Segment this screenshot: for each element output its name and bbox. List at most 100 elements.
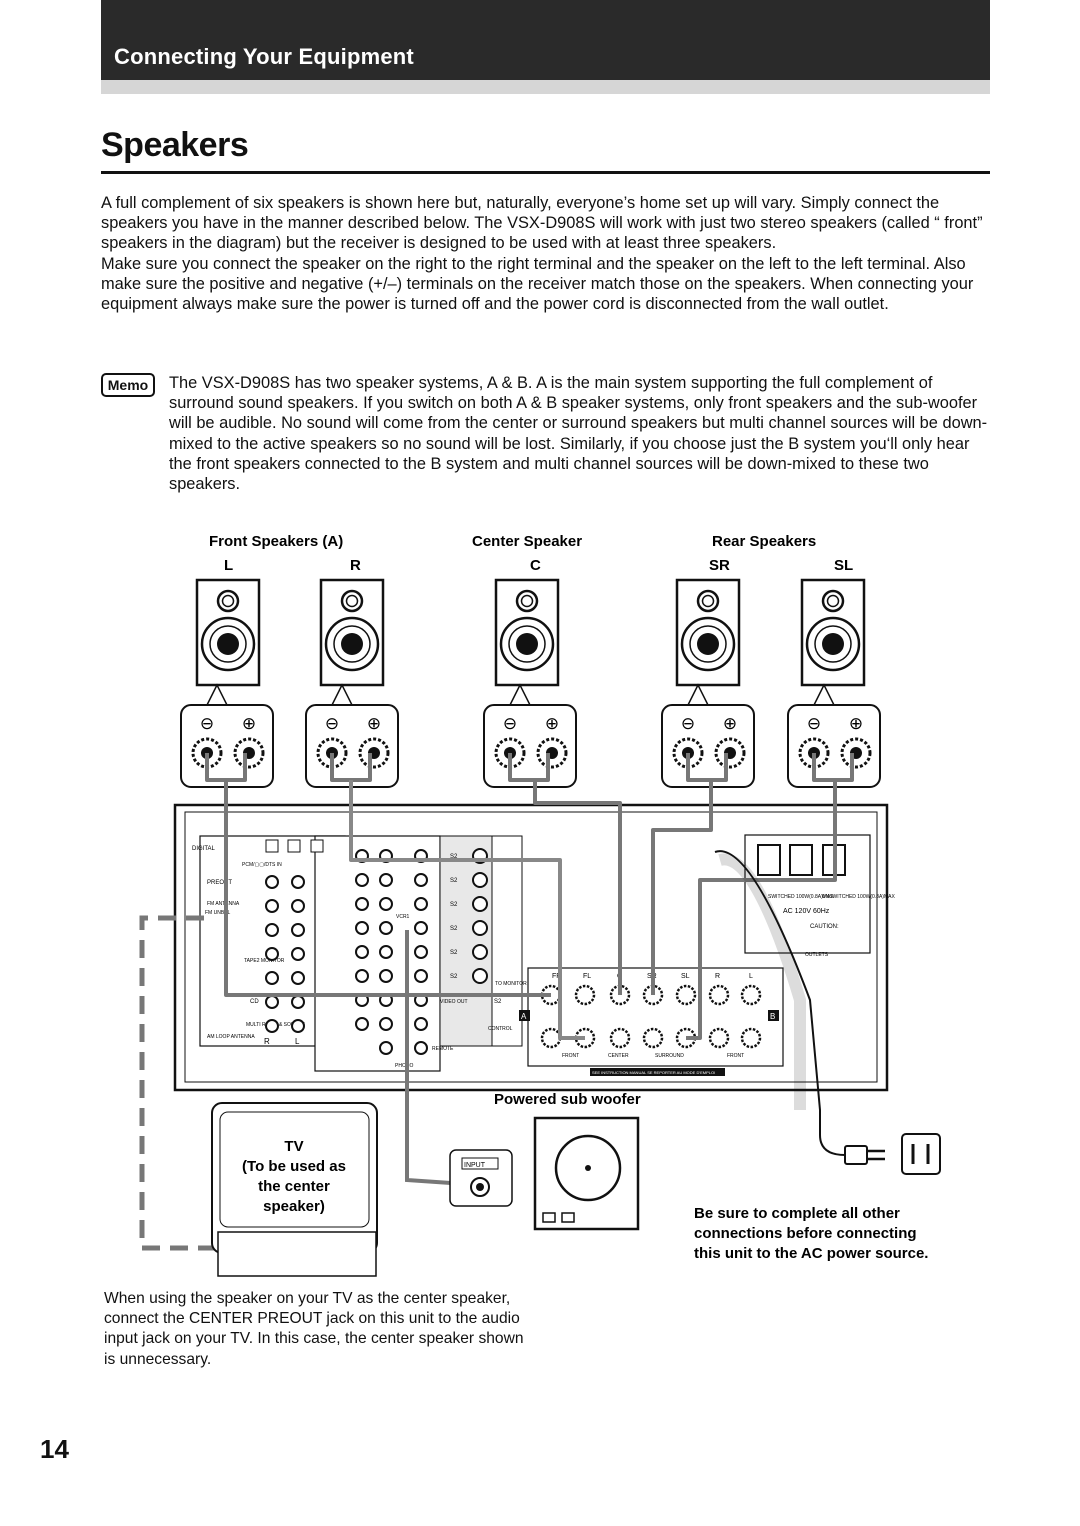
tv-note-line-2: the center [258, 1178, 330, 1195]
minus-symbol: ⊖ [503, 714, 517, 733]
power-cord [714, 850, 846, 1156]
speaker-front-right [319, 578, 385, 687]
svg-text:FRONT: FRONT [562, 1053, 579, 1059]
plus-symbol: ⊕ [723, 714, 737, 733]
panel-manual-note: SEE INSTRUCTION MANUAL SE REPORTER AU MO… [592, 1070, 715, 1075]
speaker-front-left [195, 578, 261, 687]
intro-paragraph-1: A full complement of six speakers is sho… [101, 194, 983, 253]
panel-switched-label: SWITCHED 100W(0.8A)MAX [768, 894, 834, 900]
svg-text:S2: S2 [450, 854, 458, 860]
speaker-center [494, 578, 560, 687]
channel-R-label: R [350, 557, 361, 574]
panel-outlets-label: OUTLETS [805, 952, 829, 958]
terminal-callout-front-right: ⊖ ⊕ [305, 683, 399, 788]
memo-badge: Memo [101, 373, 155, 397]
page-title: Speakers [101, 126, 249, 164]
panel-terminal-group-labels: FRONT CENTER SURROUND FRONT [562, 1053, 744, 1059]
panel-pcm-in-label: PCM/▢▢/DTS IN [242, 862, 282, 868]
tv-set: TV (To be used as the center speaker) [211, 1102, 378, 1277]
panel-to-monitor-label: TO MONITOR TV [495, 981, 535, 987]
center-speaker-label: Center Speaker [472, 533, 582, 550]
panel-control-label: CONTROL [488, 1026, 513, 1032]
panel-digital-label: DIGITAL [192, 846, 216, 852]
plus-symbol: ⊕ [367, 714, 381, 733]
terminal-callout-rear-left: ⊖ ⊕ [787, 683, 881, 788]
terminal-callout-rear-right: ⊖ ⊕ [661, 683, 755, 788]
subwoofer: INPUT [449, 1116, 640, 1231]
tv-audio-cable [139, 915, 214, 1251]
warning-line-1: Be sure to complete all other [694, 1205, 900, 1222]
subwoofer-input-label: INPUT [464, 1162, 486, 1169]
section-header-underbar [101, 80, 990, 94]
panel-caution-label: CAUTION: [810, 924, 839, 930]
receiver-rear-panel: DIGITAL PCM/▢▢/DTS IN PREOUT FM ANTENNA … [173, 803, 895, 1092]
panel-vcr1-label: VCR1 [396, 914, 410, 920]
intro-text: A full complement of six speakers is sho… [101, 193, 993, 314]
section-title: Connecting Your Equipment [114, 44, 414, 69]
plus-symbol: ⊕ [242, 714, 256, 733]
svg-text:CENTER: CENTER [608, 1053, 629, 1059]
svg-text:SL: SL [681, 973, 690, 980]
rear-speakers-label: Rear Speakers [712, 533, 816, 550]
panel-preout-label: PREOUT [207, 880, 232, 886]
plus-symbol: ⊕ [849, 714, 863, 733]
plus-symbol: ⊕ [545, 714, 559, 733]
panel-fm-unbal-label: FM UNBAL [205, 910, 231, 916]
svg-text:FRONT: FRONT [727, 1053, 744, 1059]
panel-fm-antenna-label: FM ANTENNA [207, 901, 240, 907]
subwoofer-label: Powered sub woofer [494, 1091, 641, 1108]
svg-text:FL: FL [583, 973, 591, 980]
panel-video-out-label: VIDEO OUT [440, 999, 468, 1005]
panel-s2-labels: S2 S2 S2 S2 S2 S2 S2 [450, 854, 502, 1005]
speaker-rear-right [675, 578, 741, 687]
system-a-label: A [521, 1012, 527, 1021]
warning-line-3: this unit to the AC power source. [694, 1245, 928, 1262]
svg-text:S2: S2 [450, 878, 458, 884]
tv-label: TV [284, 1138, 303, 1155]
memo-text: The VSX-D908S has two speaker systems, A… [169, 374, 988, 494]
svg-text:SURROUND: SURROUND [655, 1053, 684, 1059]
rca-jack-grid [265, 848, 488, 1055]
svg-text:S2: S2 [450, 926, 458, 932]
svg-text:S2: S2 [450, 950, 458, 956]
minus-symbol: ⊖ [200, 714, 214, 733]
panel-ac-spec: AC 120V 60Hz [783, 908, 830, 915]
terminal-callout-center: ⊖ ⊕ [483, 683, 577, 788]
svg-text:S2: S2 [494, 999, 502, 1005]
minus-symbol: ⊖ [807, 714, 821, 733]
panel-cd-label: CD [250, 999, 259, 1005]
panel-ch-r-label: R [264, 1037, 270, 1046]
system-b-label: B [770, 1012, 775, 1021]
panel-am-loop-label: AM LOOP ANTENNA [207, 1034, 255, 1040]
terminal-callout-front-left: ⊖ ⊕ [180, 683, 274, 788]
panel-unswitched-label: UNSWITCHED 100W(0.8A)MAX [822, 894, 895, 900]
panel-phono-label: PHONO [395, 1063, 413, 1069]
channel-SR-label: SR [709, 557, 730, 574]
speaker-wires [205, 753, 854, 1040]
tv-center-note: When using the speaker on your TV as the… [104, 1290, 524, 1368]
tv-note-line-3: speaker) [263, 1198, 325, 1215]
panel-remote-label: REMOTE [432, 1046, 454, 1052]
channel-SL-label: SL [834, 557, 853, 574]
svg-text:FR: FR [552, 973, 561, 980]
wall-outlet-icon [901, 1133, 941, 1175]
power-plug-icon [844, 1145, 885, 1165]
svg-text:R: R [715, 973, 720, 980]
minus-symbol: ⊖ [325, 714, 339, 733]
minus-symbol: ⊖ [681, 714, 695, 733]
svg-text:S2: S2 [450, 902, 458, 908]
channel-L-label: L [224, 557, 233, 574]
channel-C-label: C [530, 557, 541, 574]
svg-text:S2: S2 [450, 974, 458, 980]
front-speakers-label: Front Speakers (A) [209, 533, 343, 550]
intro-paragraph-2: Make sure you connect the speaker on the… [101, 254, 974, 314]
panel-tape2-label: TAPE2 MONITOR [244, 958, 285, 964]
speaker-rear-left [800, 578, 866, 687]
panel-ch-l-label: L [295, 1037, 300, 1046]
tv-note-line-1: (To be used as [242, 1158, 346, 1175]
page-number: 14 [40, 1434, 69, 1464]
title-rule [101, 171, 990, 174]
svg-text:L: L [749, 973, 753, 980]
section-header-bar: Connecting Your Equipment [101, 0, 990, 80]
wiring-diagram: Front Speakers (A) Center Speaker Rear S… [139, 533, 941, 1277]
